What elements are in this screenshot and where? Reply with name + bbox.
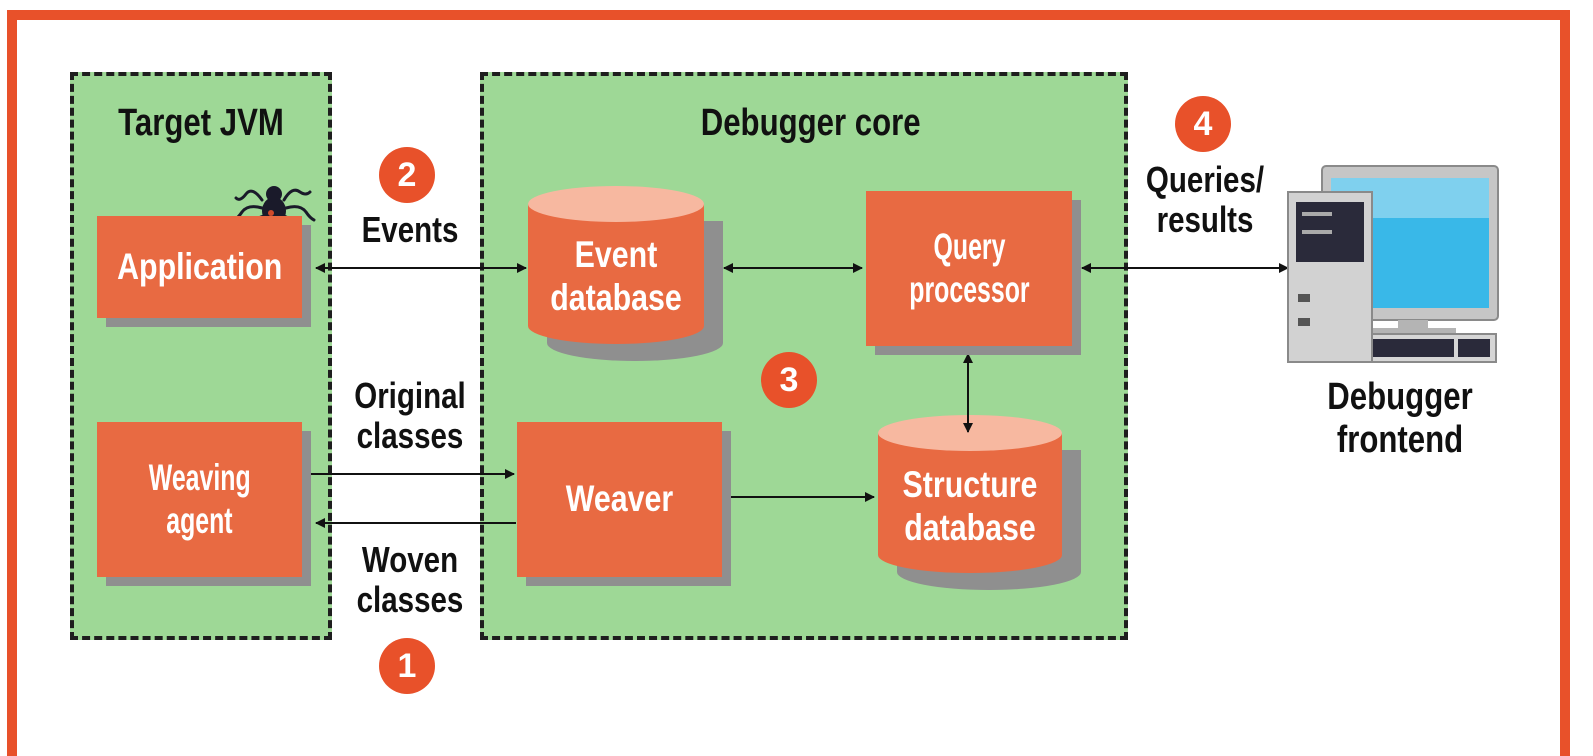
weaver-label: Weaver: [565, 478, 674, 520]
step-badge-3: 3: [761, 352, 817, 408]
weaving-agent-label-line1: Weaving: [148, 456, 251, 498]
original-classes-label: Original classes: [344, 375, 475, 457]
debugger-frontend-line2: frontend: [1336, 418, 1464, 461]
queries-results-line2: results: [1156, 199, 1254, 241]
woven-classes-label: Woven classes: [344, 539, 475, 621]
woven-classes-line2: classes: [356, 579, 464, 621]
events-label: Events: [361, 209, 459, 250]
event-database-label: Event database: [544, 234, 688, 319]
step-badge-4: 4: [1175, 96, 1231, 152]
structure-database-label: Structure database: [895, 464, 1046, 549]
query-processor-label-line2: processor: [908, 268, 1030, 310]
queries-results-line1: Queries/: [1145, 159, 1265, 200]
computer-icon: [1287, 165, 1499, 363]
queries-results-label: Queries/ results: [1144, 159, 1267, 241]
query-processor-node: Query processor: [866, 191, 1072, 346]
query-processor-label-line1: Query: [933, 225, 1005, 267]
step-badge-2: 2: [379, 147, 435, 203]
step-badge-1: 1: [379, 638, 435, 694]
woven-classes-line1: Woven: [361, 539, 459, 580]
application-label: Application: [116, 245, 283, 287]
debugger-core-title: Debugger core: [700, 102, 921, 144]
original-classes-line2: classes: [356, 415, 464, 457]
debugger-frontend-label: Debugger frontend: [1318, 376, 1482, 461]
structure-database-label-line1: Structure: [902, 464, 1038, 505]
event-database-label-line1: Event: [574, 234, 658, 275]
original-classes-line1: Original: [354, 375, 466, 416]
debugger-frontend-line1: Debugger: [1327, 376, 1473, 418]
application-node: Application: [97, 216, 302, 318]
event-database-label-line2: database: [550, 276, 682, 318]
weaver-node: Weaver: [517, 422, 722, 577]
weaving-agent-label-line2: agent: [166, 499, 233, 541]
target-jvm-title: Target JVM: [118, 102, 284, 144]
weaving-agent-node: Weaving agent: [97, 422, 302, 577]
event-database-cylinder: [528, 186, 723, 361]
structure-database-label-line2: database: [904, 506, 1036, 548]
structure-database-cylinder: [878, 415, 1081, 590]
